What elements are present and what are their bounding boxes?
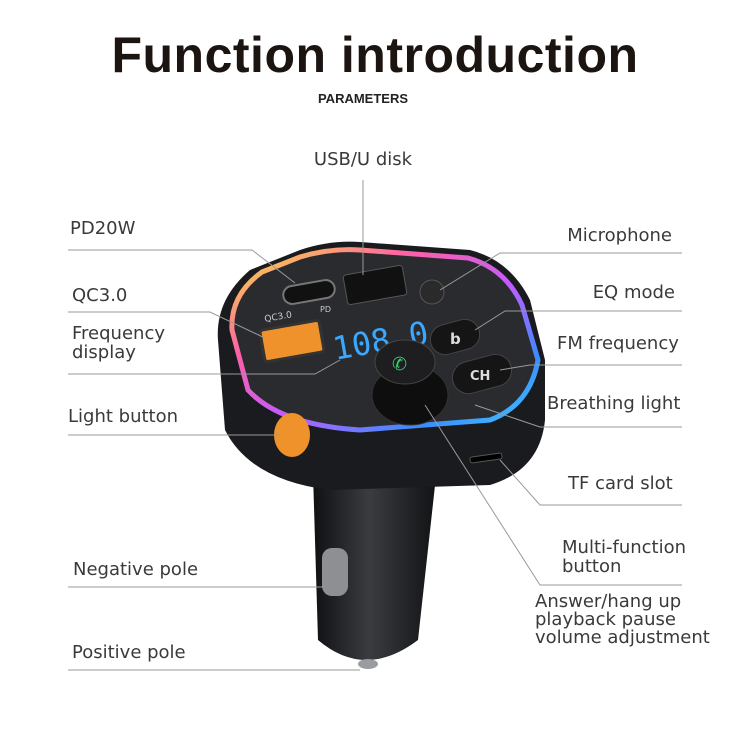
qc-port-label: QC3.0: [264, 310, 293, 325]
label-qc3: QC3.0: [72, 285, 128, 306]
line-fm: [499, 364, 682, 371]
multi-function-knob-top: [374, 339, 436, 385]
eq-button[interactable]: [427, 316, 483, 358]
plug-stem: [312, 440, 440, 660]
label-frequency-display-2: display: [72, 342, 136, 363]
label-pd20w: PD20W: [70, 218, 136, 239]
callout-lines: [68, 180, 682, 671]
label-microphone: Microphone: [567, 225, 672, 246]
eq-button-label: b: [450, 330, 461, 348]
label-multi-function-1: Multi-function: [562, 537, 687, 558]
line-multi: [424, 404, 682, 586]
label-multi-desc-1: Answer/hang up: [535, 591, 682, 612]
line-tf: [499, 459, 682, 506]
qc-port: [258, 319, 326, 363]
label-multi-function-2: button: [562, 556, 622, 577]
label-multi-desc-3: volume adjustment: [535, 627, 710, 648]
tf-card-slot: [469, 452, 503, 464]
phone-icon: ✆: [392, 354, 407, 375]
light-button[interactable]: [274, 413, 310, 457]
line-pd: [68, 249, 296, 284]
line-eq: [474, 310, 682, 331]
line-breathing: [474, 404, 682, 428]
line-mic: [439, 252, 682, 291]
label-eq-mode: EQ mode: [592, 282, 675, 303]
label-negative-pole: Negative pole: [73, 559, 199, 580]
negative-contact: [322, 548, 348, 596]
label-multi-desc-2: playback pause: [535, 609, 676, 630]
label-fm-frequency: FM frequency: [557, 333, 679, 354]
pd-port-label: PD: [320, 305, 331, 314]
label-breathing-light: Breathing light: [547, 393, 681, 414]
line-qc: [68, 311, 266, 339]
usb-c-port: [282, 279, 336, 305]
microphone: [419, 279, 445, 305]
label-tf-card-slot: TF card slot: [568, 473, 673, 494]
label-frequency-display-1: Frequency: [72, 323, 165, 344]
label-usb: USB/U disk: [313, 149, 413, 170]
page-title: Function introduction: [111, 27, 639, 83]
ch-button-label: CH: [470, 369, 490, 384]
label-positive-pole: Positive pole: [72, 642, 186, 663]
label-light-button: Light button: [68, 406, 179, 427]
usb-port: [342, 264, 408, 306]
positive-contact: [358, 659, 378, 669]
line-freq: [68, 359, 341, 375]
subtitle: PARAMETERS: [317, 91, 409, 106]
ch-button[interactable]: [449, 351, 515, 397]
